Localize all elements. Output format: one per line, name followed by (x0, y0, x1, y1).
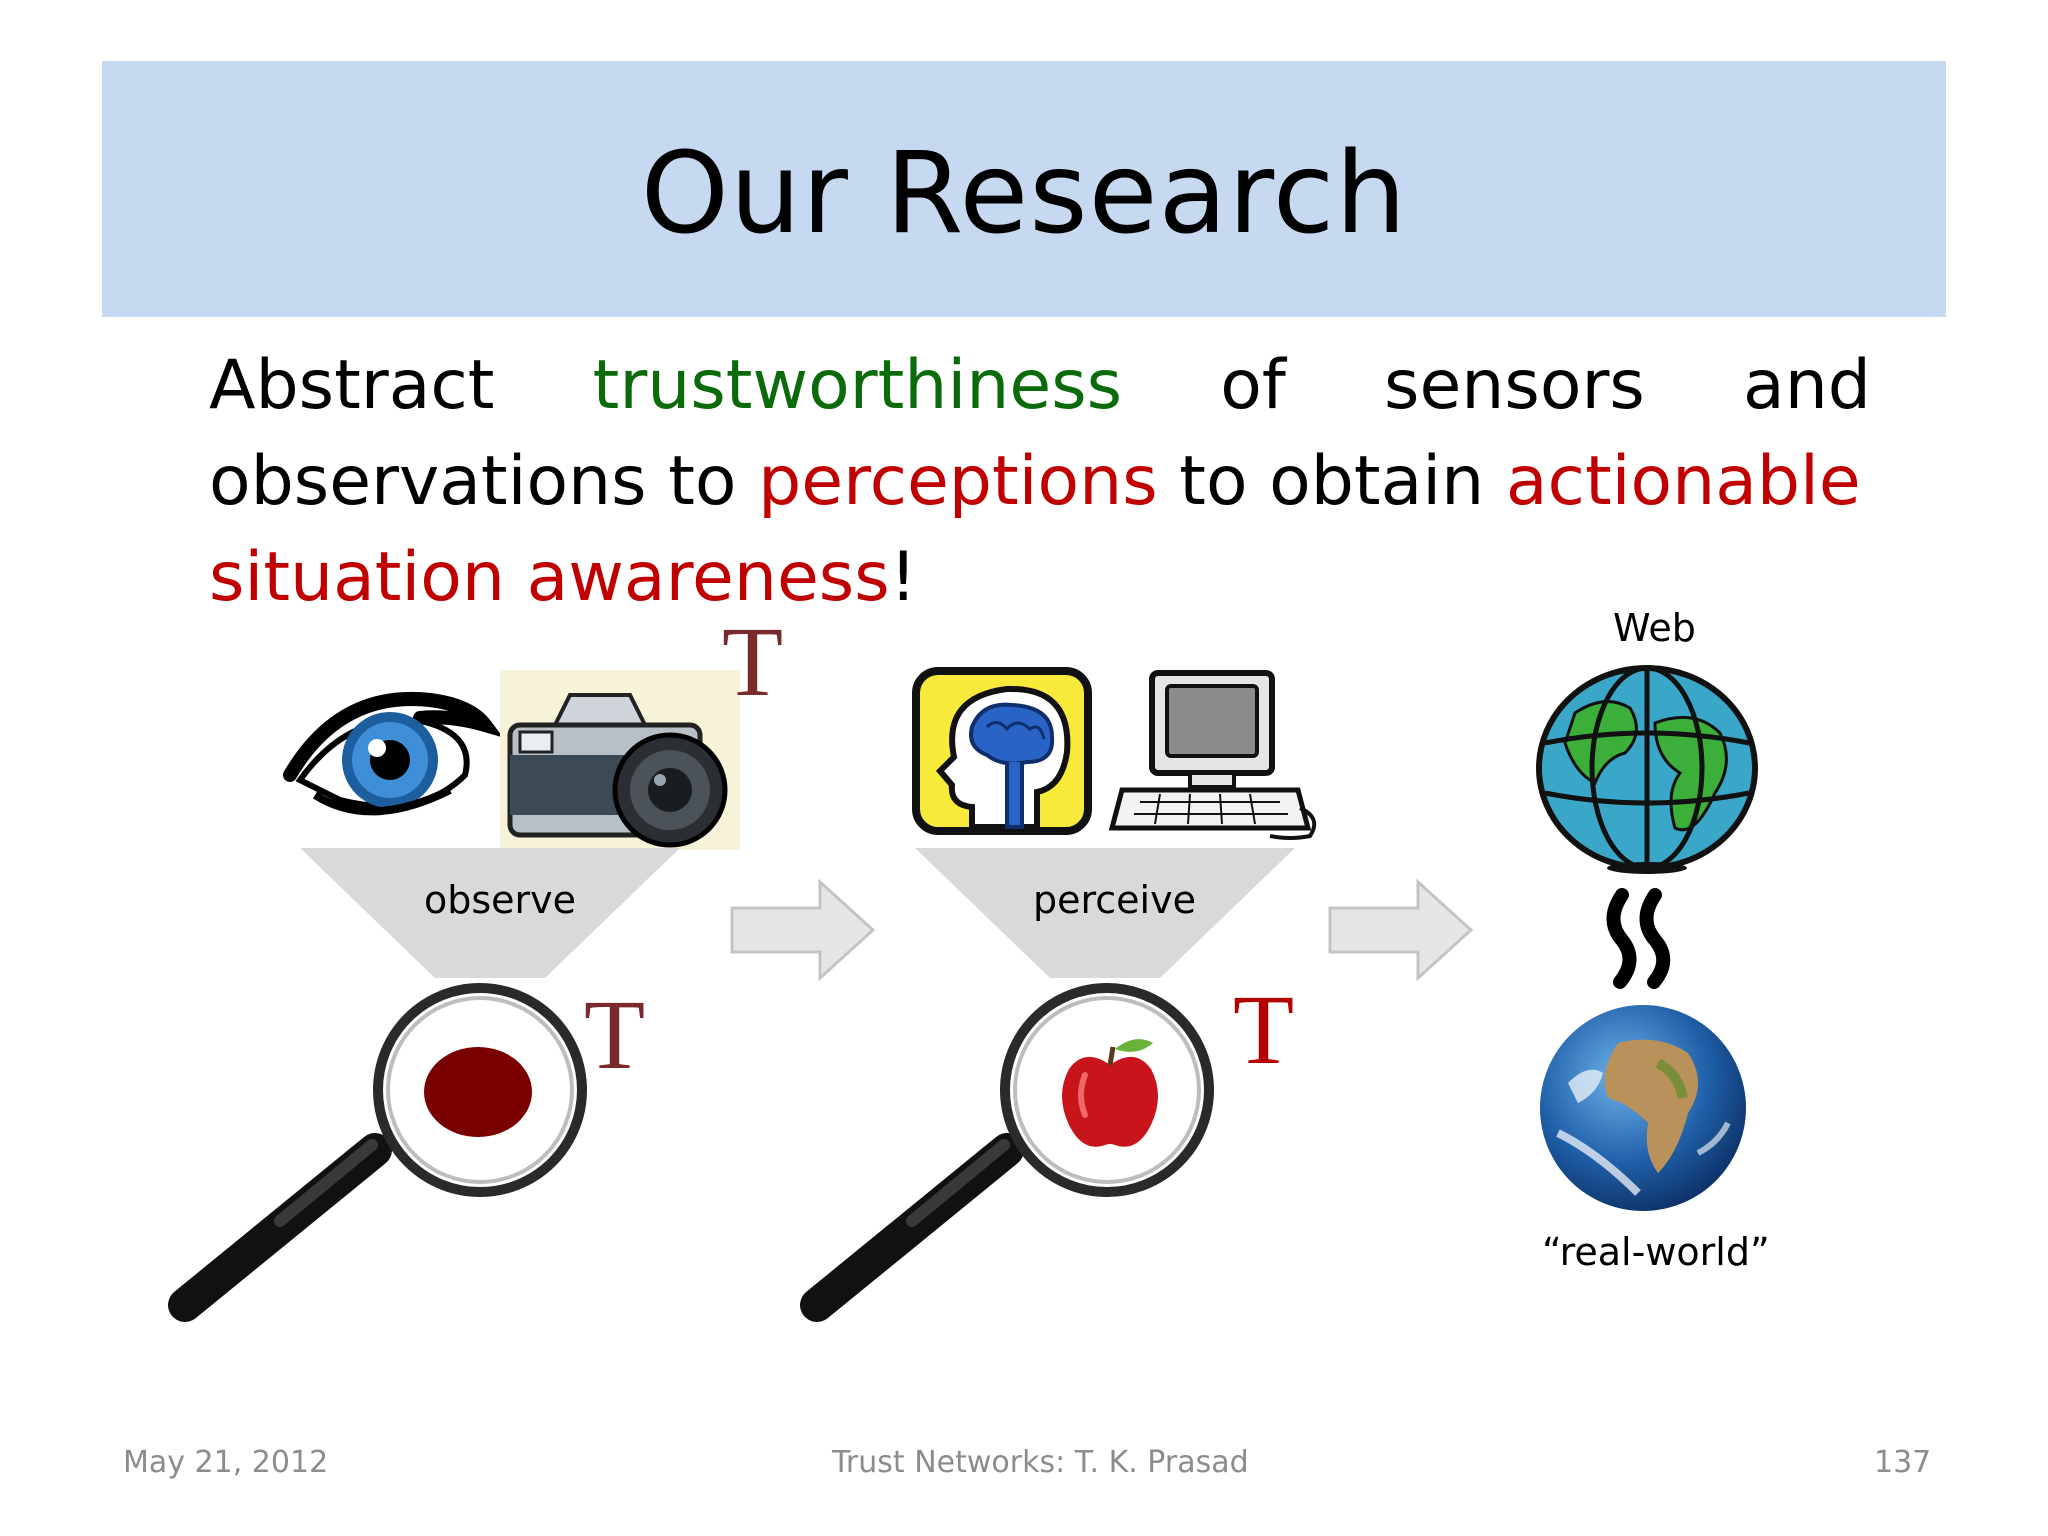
earth-icon (1540, 1005, 1746, 1211)
body-word: and (1743, 346, 1871, 425)
footer-page-number: 137 (1874, 1445, 1932, 1480)
body-word-perceptions: perceptions (758, 442, 1158, 521)
title-band: Our Research (102, 61, 1946, 317)
slide-body: Abstract trustworthiness of sensors and … (209, 338, 1871, 626)
observe-label: observe (424, 878, 577, 922)
brain-head-icon (912, 667, 1092, 835)
arrow-right-icon (1328, 878, 1474, 982)
trust-marker: T (1233, 974, 1295, 1085)
perceive-label: perceive (1033, 878, 1196, 922)
body-word: sensors (1384, 346, 1645, 425)
red-dot-icon (424, 1047, 532, 1137)
footer-center: Trust Networks: T. K. Prasad (832, 1445, 1249, 1480)
body-word: observations (209, 442, 647, 521)
observe-funnel (300, 848, 680, 978)
body-exclamation: ! (889, 538, 917, 617)
body-word: Abstract (209, 346, 495, 425)
trust-marker: T (584, 979, 646, 1090)
real-world-label: “real-world” (1542, 1230, 1770, 1274)
body-word: to obtain (1179, 442, 1485, 521)
magnifier-icon (168, 983, 587, 1322)
body-word: to (668, 442, 737, 521)
body-word: of (1220, 346, 1286, 425)
perceive-funnel (915, 848, 1295, 978)
body-word-actionable: actionable (1505, 442, 1861, 521)
camera-icon (500, 670, 740, 850)
web-label: Web (1613, 606, 1696, 650)
web-globe-icon (1536, 665, 1758, 874)
slide-title: Our Research (640, 129, 1408, 259)
arrow-right-icon (730, 878, 876, 982)
approx-symbol (1606, 888, 1671, 989)
body-word-situation-awareness: situation awareness (209, 538, 890, 617)
computer-icon (1108, 670, 1317, 840)
eye-icon (283, 692, 504, 816)
apple-icon (1062, 1039, 1158, 1147)
trust-marker: T (722, 606, 784, 717)
body-word-trustworthiness: trustworthiness (592, 346, 1123, 425)
footer-date: May 21, 2012 (123, 1445, 329, 1480)
